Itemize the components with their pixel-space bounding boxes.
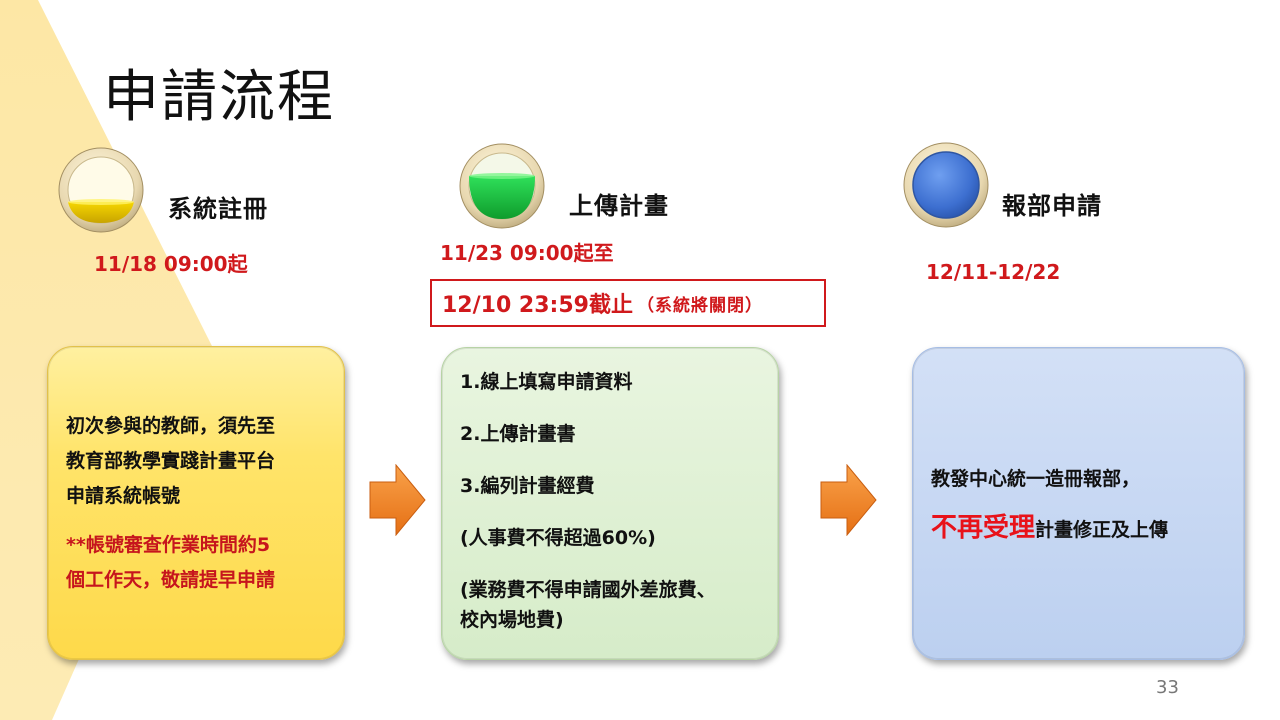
list-item: 3.編列計畫經費 [460, 475, 595, 497]
right-arrow-icon [820, 464, 877, 536]
list-item: 校內場地費) [460, 609, 564, 631]
report-card-line1: 教發中心統一造冊報部， [931, 468, 1141, 490]
report-card: 教發中心統一造冊報部， 不再受理計畫修正及上傳 [912, 347, 1245, 660]
step-label-upload: 上傳計畫 [569, 192, 669, 220]
deadline-text: 12/10 23:59截止 [442, 293, 633, 318]
list-item: (業務費不得申請國外差旅費、 [460, 579, 716, 601]
report-date: 12/11-12/22 [926, 260, 1061, 284]
list-item: (人事費不得超過60%) [460, 527, 656, 549]
right-arrow-icon [369, 464, 426, 536]
upload-date: 11/23 09:00起至 [440, 241, 614, 265]
register-date: 11/18 09:00起 [94, 252, 248, 276]
register-card-note: **帳號審查作業時間約5 個工作天，敬請提早申請 [66, 534, 276, 591]
page-number: 33 [1156, 677, 1179, 698]
blue-circle-icon [903, 142, 989, 228]
list-item: 1.線上填寫申請資料 [460, 371, 633, 393]
yellow-fill-circle-icon [58, 147, 144, 233]
register-card-text: 初次參與的教師，須先至 教育部教學實踐計畫平台 申請系統帳號 [66, 415, 276, 507]
deadline-note: （系統將關閉） [636, 295, 763, 316]
page-title: 申請流程 [103, 65, 335, 130]
deadline-box: 12/10 23:59截止 （系統將關閉） [430, 279, 826, 327]
no-more-accept-emphasis: 不再受理 [931, 513, 1036, 543]
upload-card: 1.線上填寫申請資料 2.上傳計畫書 3.編列計畫經費 (人事費不得超過60%)… [441, 347, 779, 660]
list-item: 2.上傳計畫書 [460, 423, 576, 445]
register-card: 初次參與的教師，須先至 教育部教學實踐計畫平台 申請系統帳號 **帳號審查作業時… [47, 346, 345, 660]
step-label-register: 系統註冊 [168, 195, 268, 223]
green-fill-circle-icon [459, 143, 545, 229]
report-card-line2: 不再受理計畫修正及上傳 [931, 513, 1169, 543]
step-label-report: 報部申請 [1002, 192, 1102, 220]
